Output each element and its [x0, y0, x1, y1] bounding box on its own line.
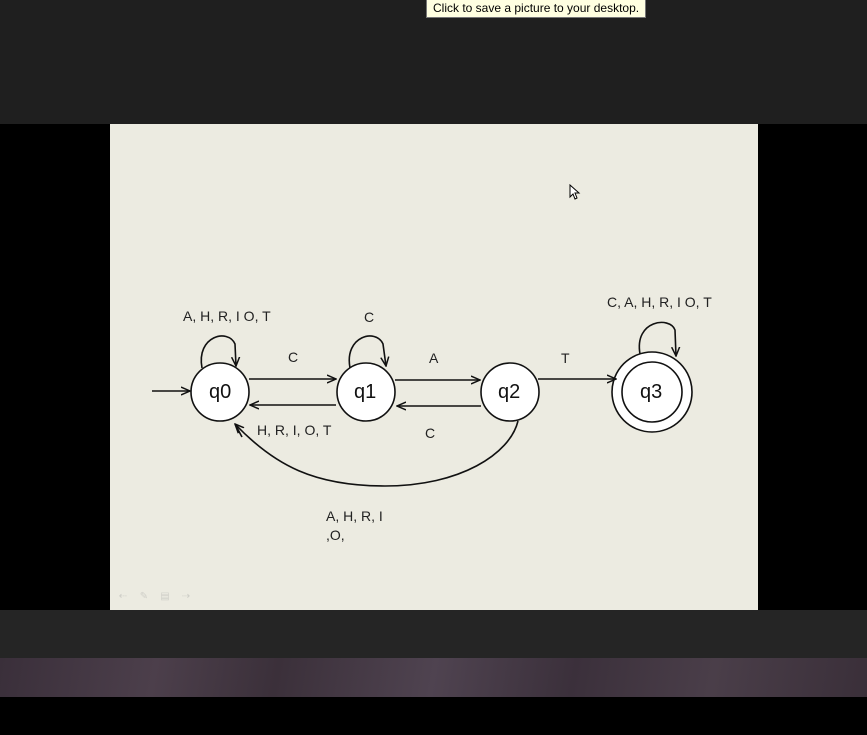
state-q3-label: q3	[640, 381, 663, 403]
state-q0-label: q0	[209, 381, 232, 403]
q0-to-q1-label: C	[288, 349, 299, 365]
state-diagram	[152, 321, 693, 487]
state-q0-circle	[190, 362, 250, 422]
state-q2-label: q2	[498, 381, 521, 403]
menu-icon[interactable]: ▤	[160, 591, 170, 602]
save-picture-tooltip: Click to save a picture to your desktop.	[426, 0, 647, 18]
q3-self-loop	[638, 321, 676, 356]
next-icon[interactable]: ⇢	[181, 591, 191, 602]
q2-to-q1-label: C	[425, 425, 436, 441]
window-top-area	[0, 0, 867, 124]
q2-to-q3-label: T	[561, 350, 570, 366]
taskbar	[0, 658, 867, 697]
state-q1-label: q1	[354, 381, 377, 403]
q0-self-loop	[200, 335, 236, 369]
mouse-cursor-icon	[569, 184, 581, 200]
state-q1-circle	[336, 362, 396, 422]
q1-to-q2-label: A	[429, 350, 439, 366]
pen-icon[interactable]: ✎	[139, 591, 149, 602]
q3-loop-label: C, A, H, R, I O, T	[607, 294, 712, 310]
state-q2-circle	[480, 362, 540, 422]
q2-to-q0-label-line1: A, H, R, I	[326, 508, 383, 524]
bottom-strip	[0, 697, 867, 735]
previous-icon[interactable]: ⇠	[118, 591, 128, 602]
slide: q0 q1 q2 q3 A, H, R, I O, T C C, A, H, R…	[110, 124, 758, 610]
q2-to-q0-label-line2: ,O,	[326, 527, 345, 543]
q0-loop-label: A, H, R, I O, T	[183, 308, 271, 324]
q1-self-loop	[348, 335, 386, 369]
left-letterbox	[0, 124, 110, 610]
q2-to-q0-arrow	[235, 420, 519, 487]
q1-to-q0-label: H, R, I, O, T	[257, 422, 332, 438]
right-letterbox	[758, 124, 867, 610]
state-q3-circle-inner	[621, 361, 683, 423]
slide-show-toolbar: ⇠ ✎ ▤ ⇢	[116, 592, 193, 602]
window-bottom-area	[0, 610, 867, 658]
q1-loop-label: C	[364, 309, 375, 325]
